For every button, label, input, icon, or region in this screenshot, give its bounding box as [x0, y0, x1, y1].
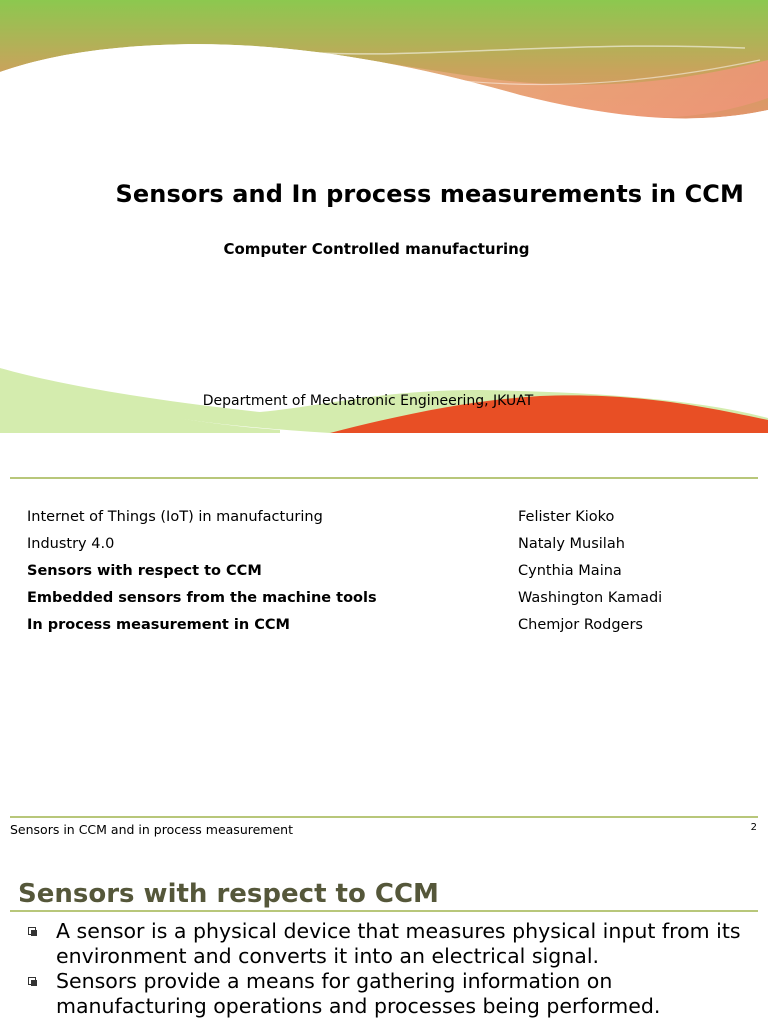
slide-heading: Sensors with respect to CCM	[18, 879, 439, 909]
bullet-item: Sensors provide a means for gathering in…	[28, 969, 758, 1019]
top-divider	[10, 477, 758, 479]
topic-item: Industry 4.0	[27, 536, 115, 552]
presenter-name: Felister Kioko	[518, 509, 615, 525]
bullet-text: A sensor is a physical device that measu…	[56, 919, 741, 968]
square-bullet-icon	[28, 977, 37, 986]
presenter-name: Washington Kamadi	[518, 590, 663, 606]
slide-subtitle: Computer Controlled manufacturing	[223, 240, 530, 258]
topic-item: Internet of Things (IoT) in manufacturin…	[27, 509, 323, 525]
heading-divider	[10, 910, 758, 912]
topic-item: Embedded sensors from the machine tools	[27, 590, 377, 606]
wave-decoration	[0, 0, 768, 433]
presenter-name: Cynthia Maina	[518, 563, 622, 579]
topics-slide: Internet of Things (IoT) in manufacturin…	[0, 433, 768, 853]
bullet-text: Sensors provide a means for gathering in…	[56, 969, 661, 1018]
presenter-name: Nataly Musilah	[518, 536, 625, 552]
slide-title: Sensors and In process measurements in C…	[115, 180, 744, 208]
department-label: Department of Mechatronic Engineering, J…	[202, 393, 534, 409]
content-slide: Sensors with respect to CCM A sensor is …	[0, 853, 768, 1024]
topic-item: In process measurement in CCM	[27, 617, 290, 633]
topic-item: Sensors with respect to CCM	[27, 563, 262, 579]
footer-divider	[10, 816, 758, 818]
bullet-item: A sensor is a physical device that measu…	[28, 919, 758, 969]
presenter-name: Chemjor Rodgers	[518, 617, 643, 633]
topic-list: Internet of Things (IoT) in manufacturin…	[27, 508, 377, 643]
square-bullet-icon	[28, 927, 37, 936]
bullet-list: A sensor is a physical device that measu…	[28, 919, 758, 1019]
title-slide: Sensors and In process measurements in C…	[0, 0, 768, 433]
page-number: 2	[750, 822, 757, 833]
presenter-list: Felister Kioko Nataly Musilah Cynthia Ma…	[518, 508, 662, 643]
footer-text: Sensors in CCM and in process measuremen…	[10, 822, 293, 837]
